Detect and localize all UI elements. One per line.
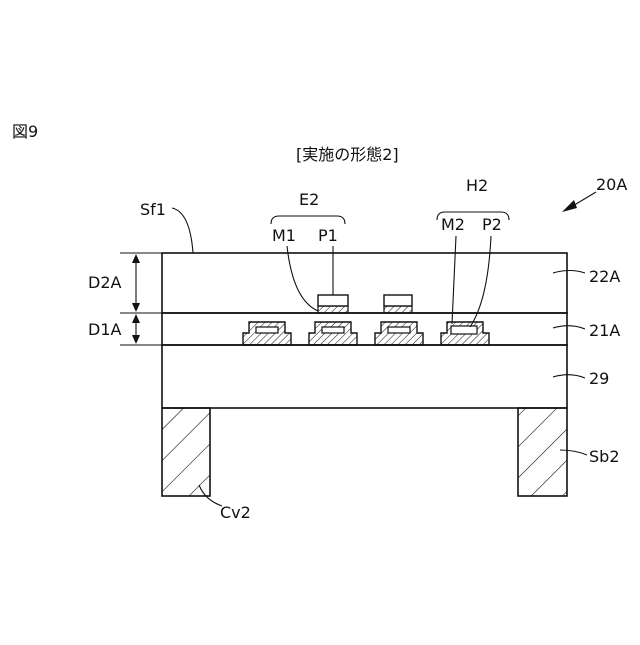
layer-top-label: 22A: [589, 267, 620, 286]
group-e-bracket: [271, 216, 345, 224]
layer-middle: [162, 313, 567, 345]
layer-middle-label: 21A: [589, 321, 620, 340]
figure-number: 図9: [12, 122, 38, 141]
layer-top-leader: [553, 271, 585, 274]
device-label: 20A: [596, 175, 627, 194]
electrode-element-1: [243, 322, 291, 345]
p1-label: P1: [318, 226, 338, 245]
d1a-arrow-up: [132, 314, 140, 323]
group-h-label: H2: [466, 176, 488, 195]
electrode-element-2: [309, 295, 357, 345]
m1-label: M1: [272, 226, 296, 245]
group-e-label: E2: [299, 190, 319, 209]
electrode-element-4: [441, 322, 489, 345]
d1a-label: D1A: [88, 320, 122, 339]
layer-middle-leader: [553, 326, 585, 329]
support-right: [518, 408, 567, 496]
layer-base-leader: [553, 375, 585, 378]
d2a-arrow-up: [132, 254, 140, 263]
support-left: [162, 408, 210, 496]
layer-base-label: 29: [589, 369, 609, 388]
layer-top: [162, 253, 567, 313]
surface-label: Sf1: [140, 200, 166, 219]
d1a-arrow-down: [132, 335, 140, 344]
m2-label: M2: [441, 215, 465, 234]
device-arrow-head: [562, 200, 577, 212]
p2-label: P2: [482, 215, 502, 234]
surface-leader: [172, 208, 193, 253]
electrode-element-3: [375, 295, 423, 345]
m1-leader: [287, 246, 318, 311]
layer-base: [162, 345, 567, 408]
m2-leader: [452, 236, 456, 324]
support-right-label: Sb2: [589, 447, 620, 466]
d2a-label: D2A: [88, 273, 122, 292]
d2a-arrow-down: [132, 303, 140, 312]
support-left-label: Cv2: [220, 503, 251, 522]
caption: [実施の形態2]: [296, 145, 399, 164]
